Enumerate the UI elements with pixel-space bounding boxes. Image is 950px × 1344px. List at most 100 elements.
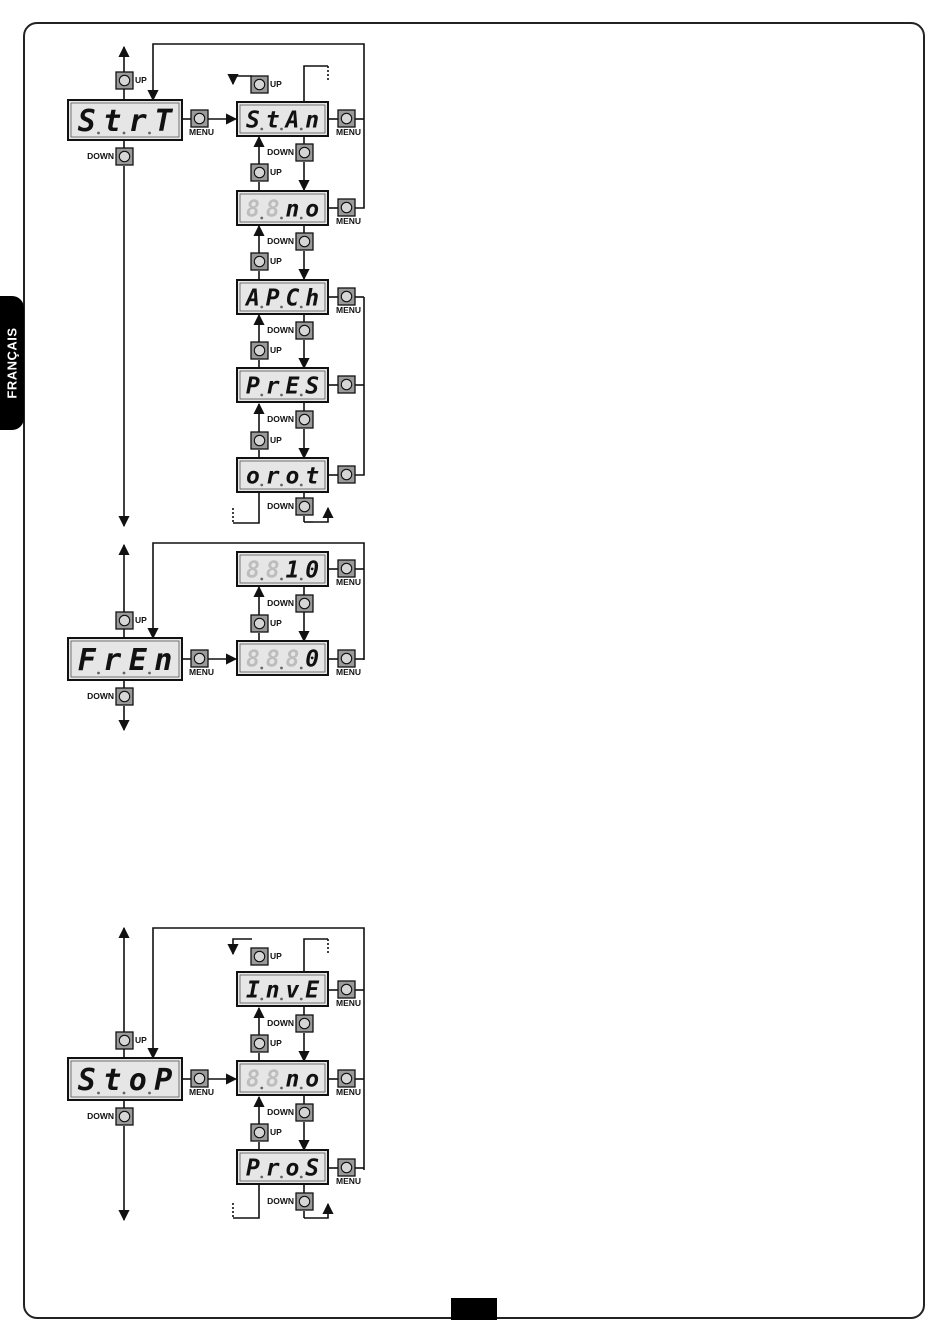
display-digit: 0 (305, 646, 319, 672)
down-button[interactable]: DOWN (267, 411, 313, 428)
up-button[interactable]: UP (251, 1035, 282, 1052)
menu-button-label: MENU (336, 216, 361, 226)
down-button[interactable]: DOWN (267, 1015, 313, 1032)
display-digit: P (154, 1063, 172, 1098)
display-digit: v (285, 977, 299, 1003)
option-display-stop-0: InvE (237, 972, 328, 1006)
display-digit: n (154, 643, 172, 678)
menu-button[interactable] (338, 376, 355, 393)
display-digit: S (305, 1155, 319, 1181)
down-button-label: DOWN (87, 151, 114, 161)
up-button[interactable]: UP (116, 1032, 147, 1049)
down-button[interactable]: DOWN (267, 144, 313, 161)
up-button-label: UP (270, 345, 282, 355)
menu-button[interactable]: MENU (336, 288, 361, 315)
display-digit: P (246, 373, 260, 399)
up-button[interactable]: UP (251, 615, 282, 632)
up-button[interactable]: UP (116, 612, 147, 629)
display-digit: P (246, 1155, 260, 1181)
display-digit: C (285, 285, 299, 311)
display-ghost-digit: 8 (266, 196, 280, 222)
menu-button[interactable]: MENU (336, 650, 361, 677)
display-digit: o (129, 1063, 147, 1098)
menu-button-label: MENU (336, 998, 361, 1008)
display-digit: r (129, 104, 147, 139)
display-digit: S (78, 104, 96, 139)
down-button-label: DOWN (267, 598, 294, 608)
up-button[interactable]: UP (251, 432, 282, 449)
down-button[interactable]: DOWN (267, 322, 313, 339)
display-digit: t (305, 463, 319, 489)
display-digit: o (285, 1155, 299, 1181)
up-button-label: UP (270, 79, 282, 89)
down-button[interactable]: DOWN (87, 1108, 133, 1125)
main-display-stop: StoP (68, 1058, 182, 1100)
display-digit: n (305, 107, 319, 133)
menu-button-label: MENU (189, 127, 214, 137)
display-digit: T (154, 104, 173, 139)
down-button-label: DOWN (267, 1196, 294, 1206)
display-digit: E (129, 643, 148, 678)
down-button-label: DOWN (87, 1111, 114, 1121)
display-ghost-digit: 8 (246, 646, 260, 672)
down-button[interactable]: DOWN (87, 688, 133, 705)
option-display-start-3: PrES (237, 368, 328, 402)
up-button-label: UP (135, 1035, 147, 1045)
down-button[interactable]: DOWN (267, 498, 313, 515)
menu-button-label: MENU (189, 1087, 214, 1097)
down-button[interactable]: DOWN (87, 148, 133, 165)
down-button[interactable]: DOWN (267, 233, 313, 250)
down-button-label: DOWN (267, 501, 294, 511)
display-digit: r (266, 463, 280, 489)
menu-button[interactable]: MENU (189, 1070, 214, 1097)
up-button[interactable]: UP (251, 342, 282, 359)
option-display-start-0: StAn (237, 102, 328, 136)
up-button[interactable]: UP (251, 253, 282, 270)
menu-button[interactable]: MENU (336, 981, 361, 1008)
display-digit: t (103, 1063, 121, 1098)
display-digit: r (266, 1155, 280, 1181)
display-digit: 0 (305, 557, 319, 583)
display-digit: t (266, 107, 280, 133)
menu-button[interactable]: MENU (189, 110, 214, 137)
down-button-label: DOWN (267, 1018, 294, 1028)
display-digit: r (103, 643, 121, 678)
menu-button[interactable]: MENU (336, 1070, 361, 1097)
up-button-label: UP (270, 167, 282, 177)
menu-button[interactable]: MENU (336, 1159, 361, 1186)
display-digit: F (78, 643, 97, 678)
menu-button-label: MENU (336, 1087, 361, 1097)
up-button[interactable]: UP (116, 72, 147, 89)
display-digit: S (305, 373, 319, 399)
up-button-label: UP (270, 1127, 282, 1137)
menu-button[interactable]: MENU (336, 110, 361, 137)
display-digit: S (246, 107, 260, 133)
up-button[interactable]: UP (251, 1124, 282, 1141)
up-button[interactable]: UP (251, 948, 282, 965)
display-ghost-digit: 8 (266, 646, 280, 672)
down-button-label: DOWN (267, 325, 294, 335)
menu-button[interactable]: MENU (336, 199, 361, 226)
up-button-label: UP (270, 435, 282, 445)
display-digit: P (266, 285, 280, 311)
display-ghost-digit: 8 (246, 557, 260, 583)
up-button[interactable]: UP (251, 76, 282, 93)
down-button[interactable]: DOWN (267, 1104, 313, 1121)
menu-button[interactable]: MENU (336, 560, 361, 587)
display-digit: n (266, 977, 280, 1003)
down-button[interactable]: DOWN (267, 595, 313, 612)
menu-button[interactable]: MENU (189, 650, 214, 677)
down-button-label: DOWN (87, 691, 114, 701)
menu-button[interactable] (338, 466, 355, 483)
down-button[interactable]: DOWN (267, 1193, 313, 1210)
menu-button-label: MENU (189, 667, 214, 677)
display-digit: A (283, 107, 299, 133)
menu-button-label: MENU (336, 667, 361, 677)
down-button-label: DOWN (267, 414, 294, 424)
up-button[interactable]: UP (251, 164, 282, 181)
option-display-fren-1: 8880 (237, 641, 328, 675)
